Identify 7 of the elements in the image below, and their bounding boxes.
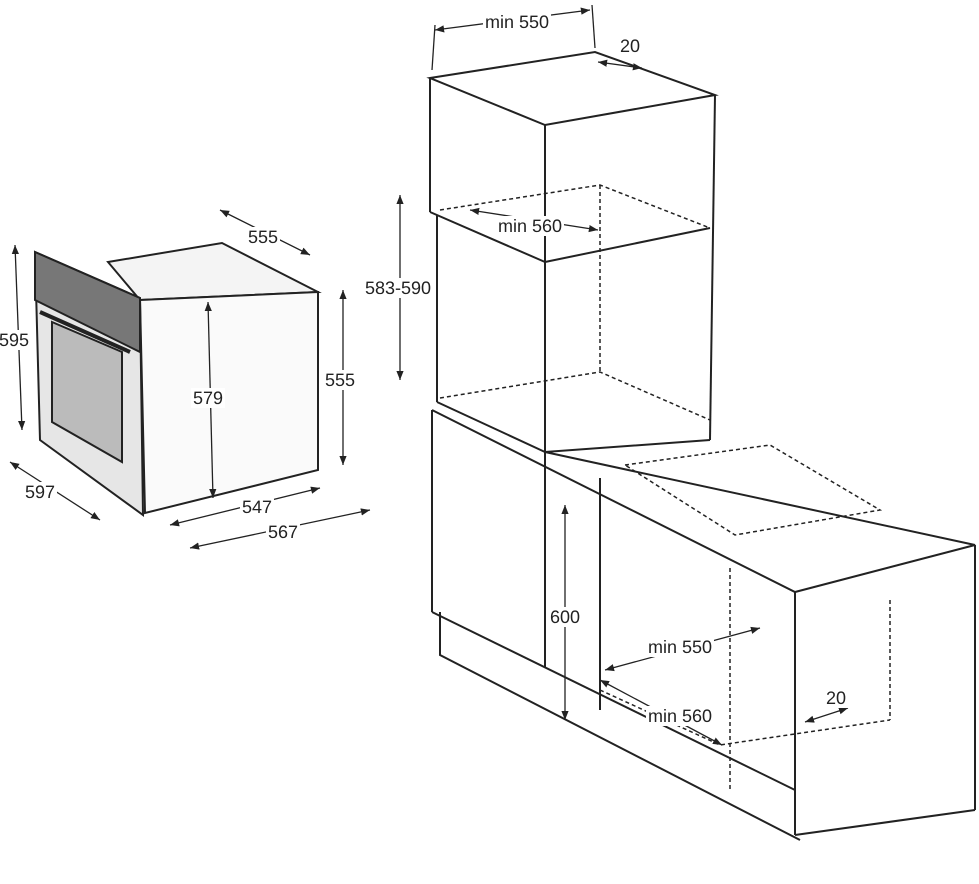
dimension-label: 583-590 <box>362 278 434 298</box>
dimension-label: 579 <box>190 388 226 408</box>
dimension-label: 600 <box>548 607 582 627</box>
dimension-label: min 560 <box>646 706 714 726</box>
dimension-label: 595 <box>0 330 32 350</box>
dimension-label: 555 <box>322 370 358 390</box>
dimension-label: 20 <box>824 688 848 708</box>
